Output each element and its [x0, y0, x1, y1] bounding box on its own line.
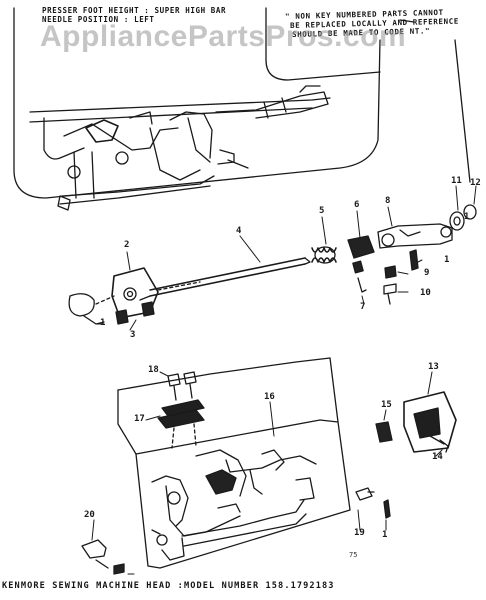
model-caption: KENMORE SEWING MACHINE HEAD :MODEL NUMBE…	[2, 581, 335, 591]
watermark: AppliancePartsPros.com	[40, 20, 407, 53]
callout-1-left: 1	[100, 318, 106, 328]
callout-11: 11	[451, 176, 462, 186]
presser-foot-spec: PRESSER FOOT HEIGHT : SUPER HIGH BAR	[42, 6, 227, 15]
callout-20: 20	[84, 510, 95, 520]
upper-mechanism	[29, 85, 331, 211]
shaft-row	[149, 204, 477, 305]
callout-4: 4	[236, 226, 242, 236]
callout-6: 6	[354, 200, 360, 210]
plates-17	[157, 371, 205, 449]
callout-14: 14	[432, 452, 443, 462]
page-number: 75	[349, 551, 358, 559]
callout-16: 16	[264, 392, 275, 402]
callout-1-right: 1	[464, 212, 470, 222]
callout-2: 2	[124, 240, 130, 250]
callout-8: 8	[385, 196, 391, 206]
screw-1	[383, 499, 391, 519]
screw-1b	[113, 563, 125, 575]
block-15	[375, 421, 393, 443]
upper-head-outline	[13, 7, 471, 199]
callout-12: 12	[470, 178, 481, 188]
callout-10: 10	[420, 288, 431, 298]
callout-9: 9	[424, 268, 430, 278]
needle-position-spec: NEEDLE POSITION : LEFT	[42, 15, 155, 24]
callout-1-lower: 1	[382, 530, 388, 540]
leader-lines	[91, 185, 477, 575]
callout-5: 5	[319, 206, 325, 216]
pin-19	[355, 487, 375, 501]
callout-17: 17	[134, 414, 145, 424]
callout-3: 3	[130, 330, 136, 340]
callout-18: 18	[148, 365, 159, 375]
callout-1-mid: 1	[444, 255, 450, 265]
lower-mechanism	[151, 449, 317, 561]
callout-7: 7	[360, 302, 366, 312]
callout-15: 15	[381, 400, 392, 410]
callout-13: 13	[428, 362, 439, 372]
pin-20	[81, 539, 109, 569]
lower-base-box	[117, 357, 351, 569]
callout-19: 19	[354, 528, 365, 538]
bracket-2	[68, 267, 201, 325]
cover-13	[403, 391, 457, 453]
